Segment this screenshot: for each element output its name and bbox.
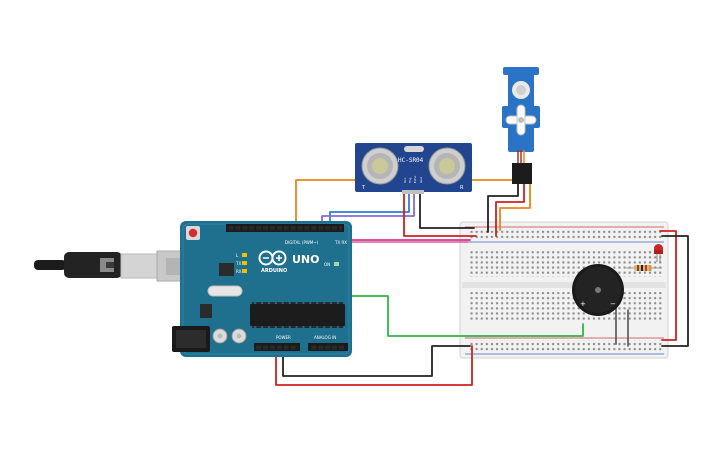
- ultrasonic-sensor: HC-SR04 T R Vcc Trig Echo Gnd: [355, 143, 472, 194]
- pin-label-vcc: Vcc: [403, 177, 407, 183]
- pin-label-gnd: Gnd: [419, 177, 423, 183]
- crystal: [207, 285, 243, 297]
- wire-orange-1: [295, 179, 364, 229]
- breadboard: [459, 221, 669, 359]
- servo-horn: [505, 104, 537, 136]
- usb-cable: [34, 250, 204, 282]
- sensor-model: HC-SR04: [398, 157, 424, 164]
- wire-black-sensor: [419, 191, 475, 229]
- atmega-chip: [250, 304, 345, 326]
- rx-label: RX: [236, 269, 242, 274]
- wire-servo-red: [495, 183, 525, 237]
- wire-red-sensor: [403, 191, 477, 237]
- wire-servo-black: [487, 183, 519, 233]
- buzzer-minus: −: [610, 300, 616, 308]
- wire-red-right: [659, 230, 677, 341]
- wire-red-5v: [275, 345, 473, 386]
- on-label: ON: [324, 262, 330, 267]
- tx-label: TX: [235, 261, 241, 266]
- sensor-r-label: R: [460, 185, 464, 191]
- arduino-uno: DIGITAL (PWM~) TX RX ARDUINO UNO ON L TX…: [172, 221, 352, 357]
- wire-black-right: [661, 235, 689, 347]
- wire-blue: [329, 191, 410, 229]
- led: [654, 244, 663, 262]
- pin-label-trig: Trig: [408, 178, 412, 184]
- digital-label: DIGITAL (PWM~): [285, 240, 319, 245]
- usb-chip: [219, 263, 234, 276]
- wire-servo-orange: [499, 183, 531, 231]
- l-label: L: [236, 253, 239, 258]
- buzzer-plus: +: [580, 300, 586, 308]
- wire-black-gnd: [282, 345, 471, 377]
- piezo-buzzer: + −: [572, 264, 624, 316]
- sensor-t-label: T: [361, 185, 366, 191]
- analog-label: ANALOG IN: [314, 335, 336, 340]
- arduino-model: UNO: [292, 253, 320, 266]
- arduino-logo: [258, 250, 287, 266]
- servo-connector: [512, 163, 532, 184]
- pin-label-echo: Echo: [413, 176, 417, 183]
- arduino-brand: ARDUINO: [261, 268, 287, 274]
- servo-motor: [502, 67, 540, 184]
- resistor: [626, 265, 662, 271]
- tx-rx-mini: TX RX: [334, 240, 347, 245]
- power-label: POWER: [276, 335, 291, 340]
